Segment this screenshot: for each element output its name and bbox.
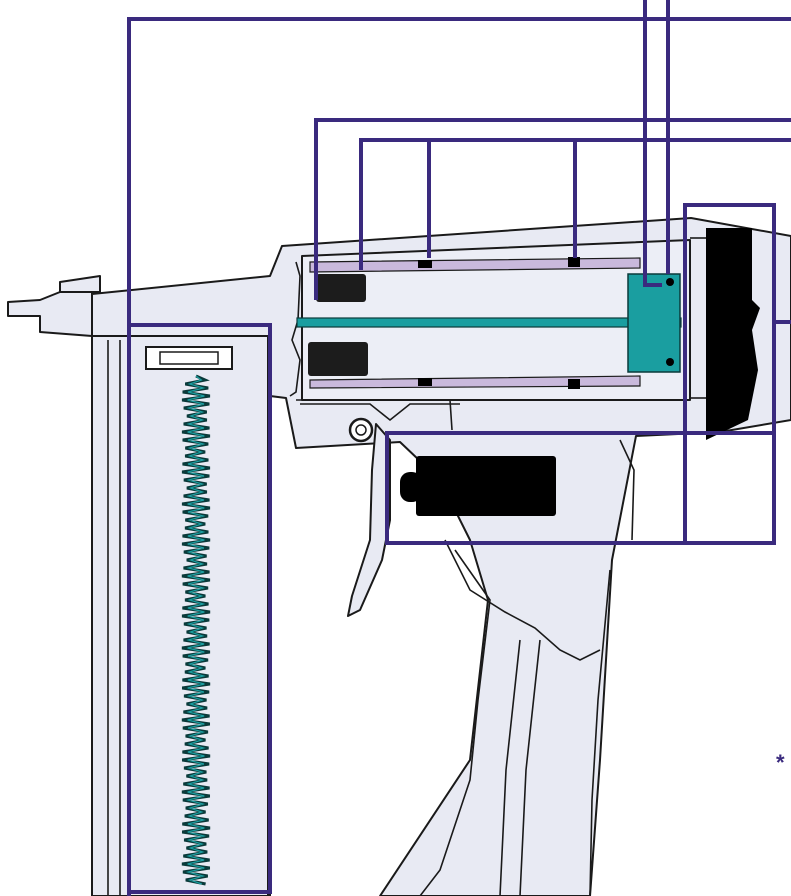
trigger [347,417,391,617]
magazine-spring [181,374,211,886]
bumper [308,274,368,376]
callout-bracket-seals [359,138,791,270]
magazine [91,335,269,896]
piston-rod [296,317,682,328]
nose-guide [7,275,101,337]
asterisk-note-marker: * [776,750,785,775]
callout-leader-piston-1 [643,0,662,287]
callout-box-magazine [127,323,272,894]
trigger-valve [400,456,556,516]
callout-box-trigger-valve [385,431,776,545]
callout-bracket-cylinder [314,118,791,300]
callout-lines [127,0,791,896]
piston-head [627,273,681,373]
head-cap-valve [690,228,760,440]
handle [419,549,611,896]
